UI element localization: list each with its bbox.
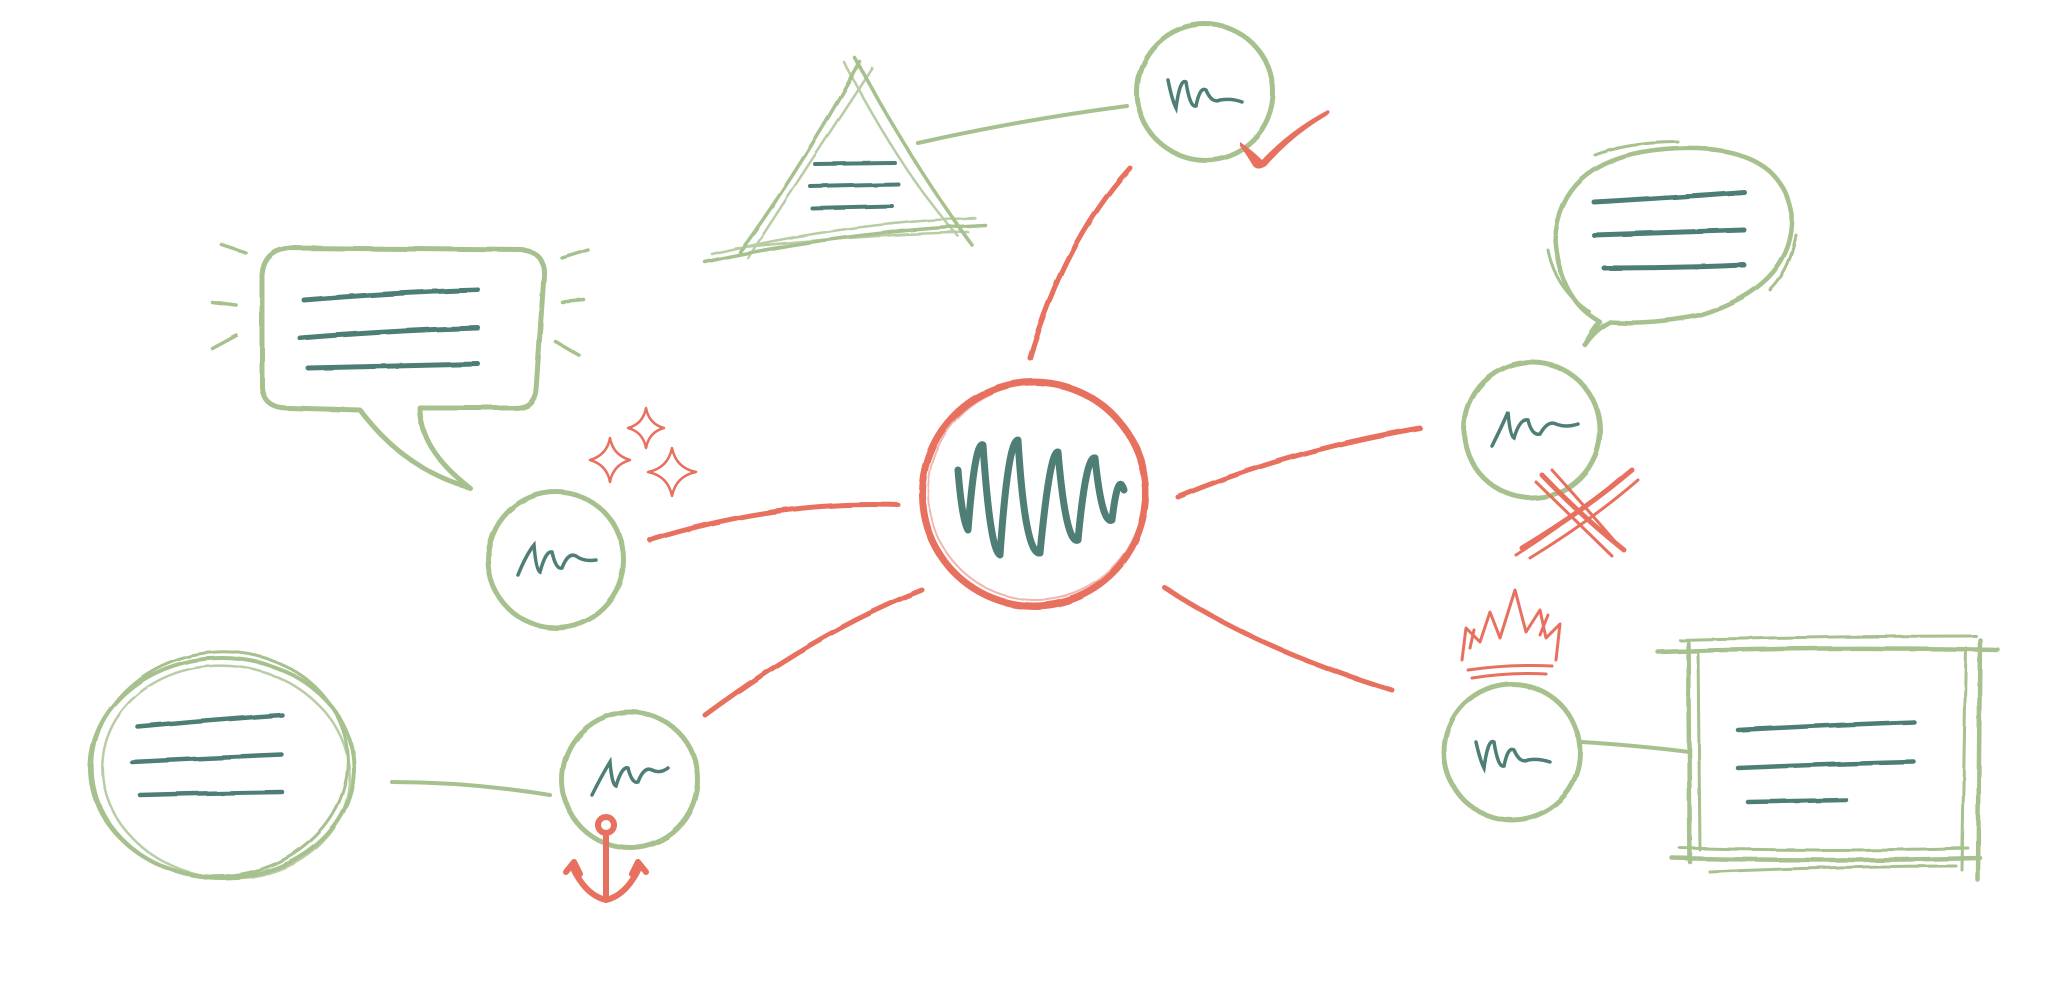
- branch-node-bottom-left[interactable]: [559, 709, 701, 851]
- circle-note[interactable]: [81, 639, 364, 894]
- thought-bubble-note[interactable]: [1546, 140, 1798, 348]
- branch-node-bottom-right[interactable]: [1441, 681, 1583, 823]
- connector-left: [647, 501, 901, 543]
- link-top: [916, 104, 1129, 145]
- connector-bottom-right: [1162, 585, 1395, 693]
- link-bottom-right: [1580, 740, 1692, 754]
- link-bottom-left: [390, 780, 552, 797]
- branch-node-top[interactable]: [1134, 21, 1276, 163]
- connector-top: [1027, 165, 1133, 361]
- branch-node-left[interactable]: [485, 489, 627, 631]
- scribble-icon: [954, 436, 1128, 559]
- sparkles-icon: [588, 406, 698, 498]
- speech-bubble-note[interactable]: [210, 243, 590, 491]
- rectangle-note[interactable]: [1655, 634, 2001, 883]
- triangle-note[interactable]: [703, 56, 987, 264]
- cross-icon: [1514, 467, 1640, 560]
- anchor-icon: [563, 814, 649, 903]
- crown-icon: [1460, 588, 1562, 680]
- checkmark-icon: [1240, 110, 1330, 169]
- branch-node-right[interactable]: [1461, 359, 1603, 501]
- connector-right: [1175, 425, 1423, 500]
- connector-bottom-left: [702, 587, 925, 718]
- center-node[interactable]: [918, 378, 1150, 610]
